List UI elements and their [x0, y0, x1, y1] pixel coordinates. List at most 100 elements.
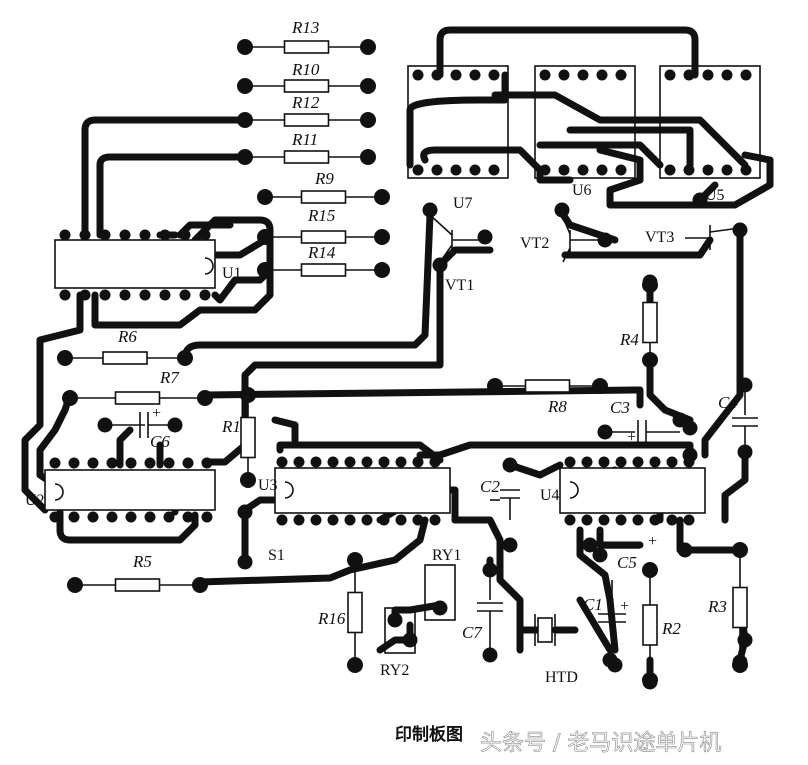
ic-pin	[99, 289, 111, 301]
relay-pin	[615, 164, 627, 176]
solder-pad	[237, 554, 253, 570]
solder-pad	[737, 444, 753, 460]
resistor-pad	[257, 189, 273, 205]
label-R7: R7	[159, 368, 180, 387]
relay-pin	[558, 69, 570, 81]
resistor-pad	[240, 387, 256, 403]
relay-RY1	[424, 564, 456, 621]
resistor	[732, 542, 748, 673]
ic-pin	[276, 456, 288, 468]
solder-pad	[642, 674, 658, 690]
label-R16: R16	[317, 609, 346, 628]
resistor	[67, 577, 208, 593]
solder-pad	[402, 632, 418, 648]
label-U4: U4	[540, 487, 560, 504]
resistor	[237, 112, 376, 128]
ic-pin	[276, 514, 288, 526]
relay-pin	[539, 164, 551, 176]
solder-pad	[677, 542, 693, 558]
resistor-pad	[192, 577, 208, 593]
capacitor-C1	[598, 580, 626, 655]
solder-pad	[97, 417, 113, 433]
ic-U3	[274, 467, 451, 514]
label-RY1: RY1	[432, 547, 461, 564]
ic-pin	[201, 511, 213, 523]
solder-pad	[432, 257, 448, 273]
solder-pad	[432, 600, 448, 616]
label-R5: R5	[132, 552, 152, 571]
ic-pin	[59, 289, 71, 301]
solder-pad	[682, 420, 698, 436]
transistor-VT1	[429, 214, 485, 263]
ic-pin	[378, 456, 390, 468]
ic-pin	[49, 511, 61, 523]
solder-pad	[167, 417, 183, 433]
resistor-pad	[360, 149, 376, 165]
label-C7: C7	[462, 623, 483, 642]
figure-caption: 印制板图	[395, 724, 463, 745]
label-VT2: VT2	[520, 235, 549, 252]
resistor	[642, 562, 658, 688]
ic-pin	[615, 514, 627, 526]
ic-pin	[310, 456, 322, 468]
ic-pin	[163, 457, 175, 469]
resistor-pad	[257, 262, 273, 278]
ic-pin	[683, 514, 695, 526]
solder-pad	[387, 612, 403, 628]
component-labels: R13 R10 R12 R11 R9 R15 R14 R6 R7 R8 R1 R…	[25, 18, 738, 686]
relay-pin	[683, 69, 695, 81]
solder-pad	[477, 229, 493, 245]
ic-pin	[395, 514, 407, 526]
ic-pin	[564, 514, 576, 526]
solder-pad	[692, 192, 708, 208]
resistor-pad	[642, 562, 658, 578]
ic-pin	[598, 514, 610, 526]
ic-pin	[199, 229, 211, 241]
label-U7: U7	[453, 195, 473, 212]
label-HTD: HTD	[545, 669, 578, 686]
polarity-plus-C3: +	[627, 429, 636, 446]
ic-pin	[99, 229, 111, 241]
relay-RY2	[384, 607, 416, 654]
ic-pin	[119, 289, 131, 301]
relay-pin	[488, 69, 500, 81]
ic-pin	[293, 456, 305, 468]
solder-pad	[237, 504, 253, 520]
ic-pin	[79, 229, 91, 241]
solder-pad	[607, 657, 623, 673]
resistor-pad	[240, 472, 256, 488]
solder-pads	[97, 192, 753, 690]
solder-pad	[592, 547, 608, 563]
resistor-pad	[360, 112, 376, 128]
relay-pin	[596, 69, 608, 81]
solder-pad	[422, 202, 438, 218]
solder-pad	[737, 377, 753, 393]
ic-pin	[87, 457, 99, 469]
ic-pin	[68, 457, 80, 469]
solder-pad	[732, 542, 748, 558]
solder-pad	[482, 647, 498, 663]
resistor	[237, 78, 376, 94]
label-VT3: VT3	[645, 229, 674, 246]
resistor-pad	[360, 39, 376, 55]
solder-pad	[672, 412, 688, 428]
relay-pin	[702, 69, 714, 81]
relay-pin	[412, 164, 424, 176]
relay-pin	[740, 69, 752, 81]
ic-pin	[79, 289, 91, 301]
resistor	[257, 189, 390, 205]
resistor	[257, 229, 390, 245]
ic-pin	[106, 457, 118, 469]
label-R1: R1	[221, 417, 241, 436]
resistor-pad	[237, 112, 253, 128]
relay-pin	[431, 164, 443, 176]
label-R6: R6	[117, 327, 137, 346]
ic-pin	[163, 511, 175, 523]
ic-pin	[598, 456, 610, 468]
ic-pin	[49, 457, 61, 469]
ic-pin	[327, 456, 339, 468]
resistor	[487, 378, 608, 394]
label-S1: S1	[268, 547, 285, 564]
relay-pin	[577, 69, 589, 81]
label-U6: U6	[572, 182, 592, 199]
